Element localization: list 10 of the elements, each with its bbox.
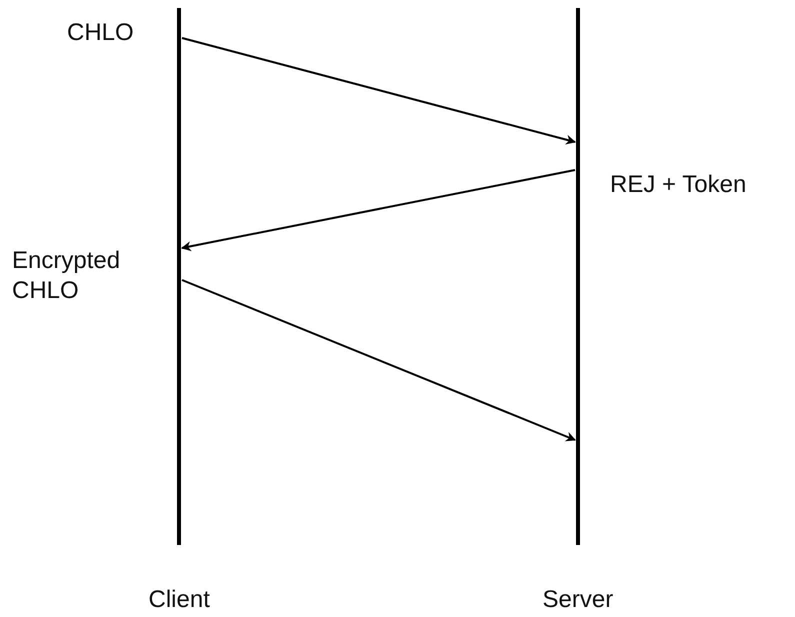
lifeline (576, 8, 580, 545)
message-label: Encrypted CHLO (12, 246, 122, 306)
message-arrow (182, 279, 576, 442)
message-label: REJ + Token (610, 170, 746, 200)
message-arrow (181, 169, 576, 252)
lifeline (177, 8, 181, 545)
participant-label: Server (542, 586, 614, 614)
participant-label: Client (148, 586, 210, 614)
message-label: CHLO (67, 18, 134, 48)
message-arrow (182, 37, 576, 145)
